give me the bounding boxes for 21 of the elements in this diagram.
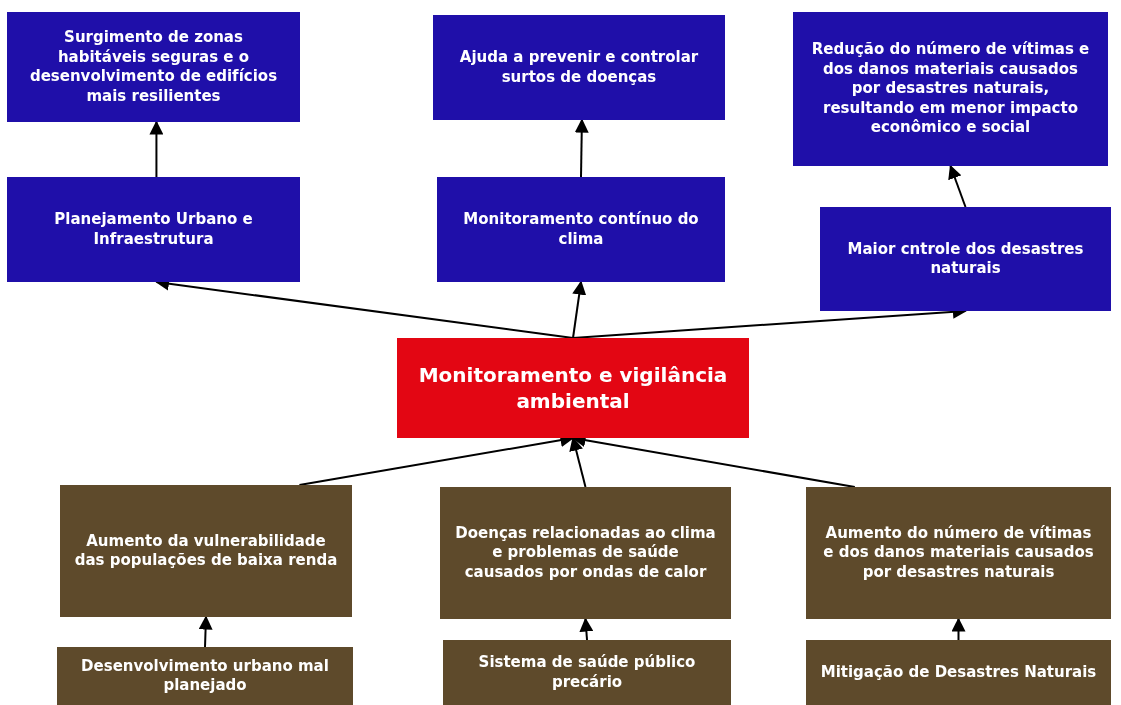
arrow bbox=[951, 617, 966, 641]
arrow bbox=[572, 280, 587, 339]
effect-box: Ajuda a prevenir e controlar surtos de doenças bbox=[433, 15, 725, 120]
cause-box: Aumento da vulnerabilidade das populações de baixa renda bbox=[60, 485, 352, 617]
effect-box: Maior cntrole dos desastres naturais bbox=[820, 207, 1111, 311]
effect-box: Planejamento Urbano e Infraestrutura bbox=[7, 177, 300, 282]
arrow bbox=[149, 120, 164, 178]
cause-box: Doenças relacionadas ao clima e problemas de saúde causados por ondas de calor bbox=[440, 487, 731, 619]
arrow bbox=[948, 164, 967, 208]
central-topic-box: Monitoramento e vigilância ambiental bbox=[397, 338, 749, 438]
cause-box: Mitigação de Desastres Naturais bbox=[806, 640, 1111, 705]
arrow bbox=[574, 118, 589, 178]
arrow bbox=[198, 615, 213, 648]
cause-box: Desenvolvimento urbano mal planejado bbox=[57, 647, 353, 705]
arrow bbox=[579, 617, 594, 641]
cause-box: Sistema de saúde público precário bbox=[443, 640, 731, 705]
effect-box: Surgimento de zonas habitáveis seguras e o desenvolvimento de edifícios mais resilientes bbox=[7, 12, 300, 122]
cause-box: Aumento do número de vítimas e dos danos materiais causados por desastres naturais bbox=[806, 487, 1111, 619]
effect-box: Redução do número de vítimas e dos danos materiais causados por desastres naturais, resultando em menor impacto econômico e social bbox=[793, 12, 1108, 166]
effect-box: Monitoramento contínuo do clima bbox=[437, 177, 725, 282]
arrow bbox=[569, 436, 587, 488]
